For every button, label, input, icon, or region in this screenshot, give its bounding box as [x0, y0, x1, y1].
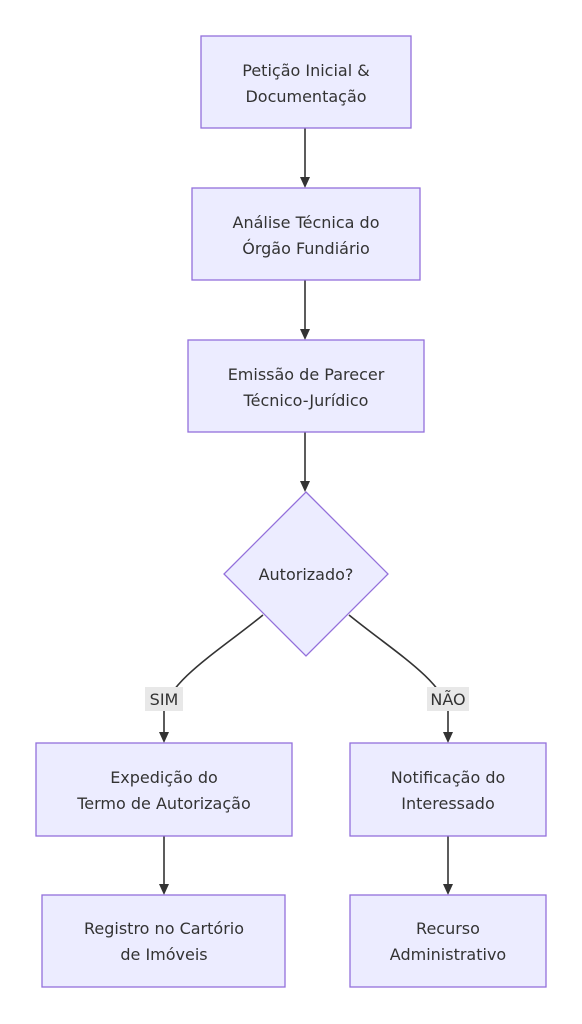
node-expedicao-line1: Expedição do — [110, 768, 218, 787]
node-peticao-inicial: Petição Inicial & Documentação — [200, 35, 412, 129]
node-autorizado-decision: Autorizado? — [223, 491, 389, 657]
arrowhead-icon — [159, 884, 169, 895]
node-analise-line2: Órgão Fundiário — [242, 239, 370, 258]
node-expedicao-line2: Termo de Autorização — [76, 794, 251, 813]
node-parecer-line1: Emissão de Parecer — [228, 365, 385, 384]
arrowhead-icon — [300, 329, 310, 340]
arrowhead-icon — [159, 732, 169, 743]
edge-autorizado-notificacao — [348, 614, 449, 733]
node-registro-line1: Registro no Cartório — [84, 919, 244, 938]
node-registro-line2: de Imóveis — [120, 945, 207, 964]
arrowhead-icon — [300, 481, 310, 492]
node-recurso-line2: Administrativo — [390, 945, 506, 964]
node-peticao-line2: Documentação — [245, 87, 366, 106]
node-parecer-line2: Técnico-Jurídico — [243, 391, 369, 410]
arrowhead-icon — [443, 732, 453, 743]
node-peticao-line1: Petição Inicial & — [242, 61, 369, 80]
node-notificacao-line1: Notificação do — [391, 768, 506, 787]
arrowhead-icon — [300, 177, 310, 188]
node-emissao-parecer: Emissão de Parecer Técnico-Jurídico — [187, 339, 425, 433]
edge-autorizado-expedicao — [163, 614, 264, 733]
node-registro-cartorio: Registro no Cartório de Imóveis — [41, 894, 286, 988]
node-analise-tecnica: Análise Técnica do Órgão Fundiário — [191, 187, 421, 281]
node-analise-line1: Análise Técnica do — [233, 213, 380, 232]
node-notificacao-line2: Interessado — [401, 794, 494, 813]
node-expedicao-termo: Expedição do Termo de Autorização — [35, 742, 293, 837]
node-recurso-administrativo: Recurso Administrativo — [349, 894, 547, 988]
edge-label-sim-text: SIM — [150, 690, 179, 709]
edge-label-nao: NÃO — [427, 687, 469, 711]
edge-label-sim: SIM — [145, 687, 183, 711]
edge-label-nao-text: NÃO — [430, 690, 465, 709]
node-autorizado-label: Autorizado? — [259, 565, 354, 584]
arrowhead-icon — [443, 884, 453, 895]
node-notificacao-interessado: Notificação do Interessado — [349, 742, 547, 837]
node-recurso-line1: Recurso — [416, 919, 480, 938]
